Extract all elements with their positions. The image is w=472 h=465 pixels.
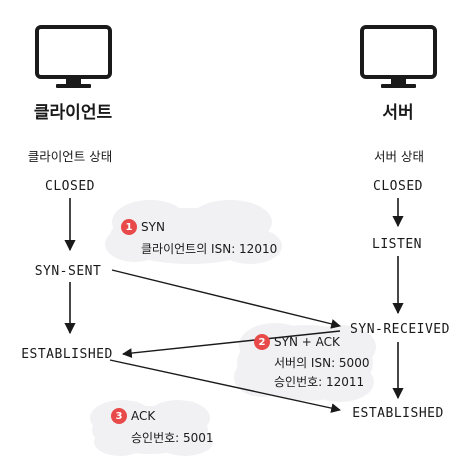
server-monitor-icon bbox=[360, 25, 437, 88]
client-state-label: 클라이언트 상태 bbox=[27, 149, 113, 164]
server-state-listen: LISTEN bbox=[372, 237, 422, 252]
server-state-closed: CLOSED bbox=[373, 179, 423, 194]
ack-arrow bbox=[109, 359, 341, 413]
client-state-closed: CLOSED bbox=[45, 179, 95, 194]
server-state-established: ESTABLISHED bbox=[352, 406, 444, 421]
cloud-3 bbox=[90, 400, 213, 456]
cloud-1 bbox=[105, 200, 282, 264]
client-state-established: ESTABLISHED bbox=[21, 347, 113, 362]
step-badge-2: 2 bbox=[254, 334, 270, 350]
client-monitor-icon bbox=[35, 25, 112, 88]
step-badge-3: 3 bbox=[111, 408, 127, 424]
syn-arrow bbox=[111, 269, 341, 329]
message-1-detail-1: 클라이언트의 ISN: 12010 bbox=[141, 242, 278, 256]
server-title: 서버 bbox=[382, 103, 414, 123]
client-title: 클라이언트 bbox=[33, 103, 113, 123]
message-1-label: SYN bbox=[141, 220, 165, 234]
syn-ack-arrow bbox=[122, 330, 341, 358]
server-state-syn-received: SYN-RECEIVED bbox=[350, 322, 450, 337]
message-3-detail-1: 승인번호: 5001 bbox=[131, 431, 214, 445]
cloud-2 bbox=[234, 323, 376, 402]
server-state-label: 서버 상태 bbox=[374, 149, 424, 164]
message-2-detail-1: 서버의 ISN: 5000 bbox=[274, 356, 370, 370]
message-2-label: SYN + ACK bbox=[274, 335, 340, 349]
message-2-detail-2: 승인번호: 12011 bbox=[274, 375, 365, 389]
client-state-syn-sent: SYN-SENT bbox=[34, 264, 102, 279]
message-3-label: ACK bbox=[131, 409, 156, 423]
step-badge-1: 1 bbox=[121, 219, 137, 235]
